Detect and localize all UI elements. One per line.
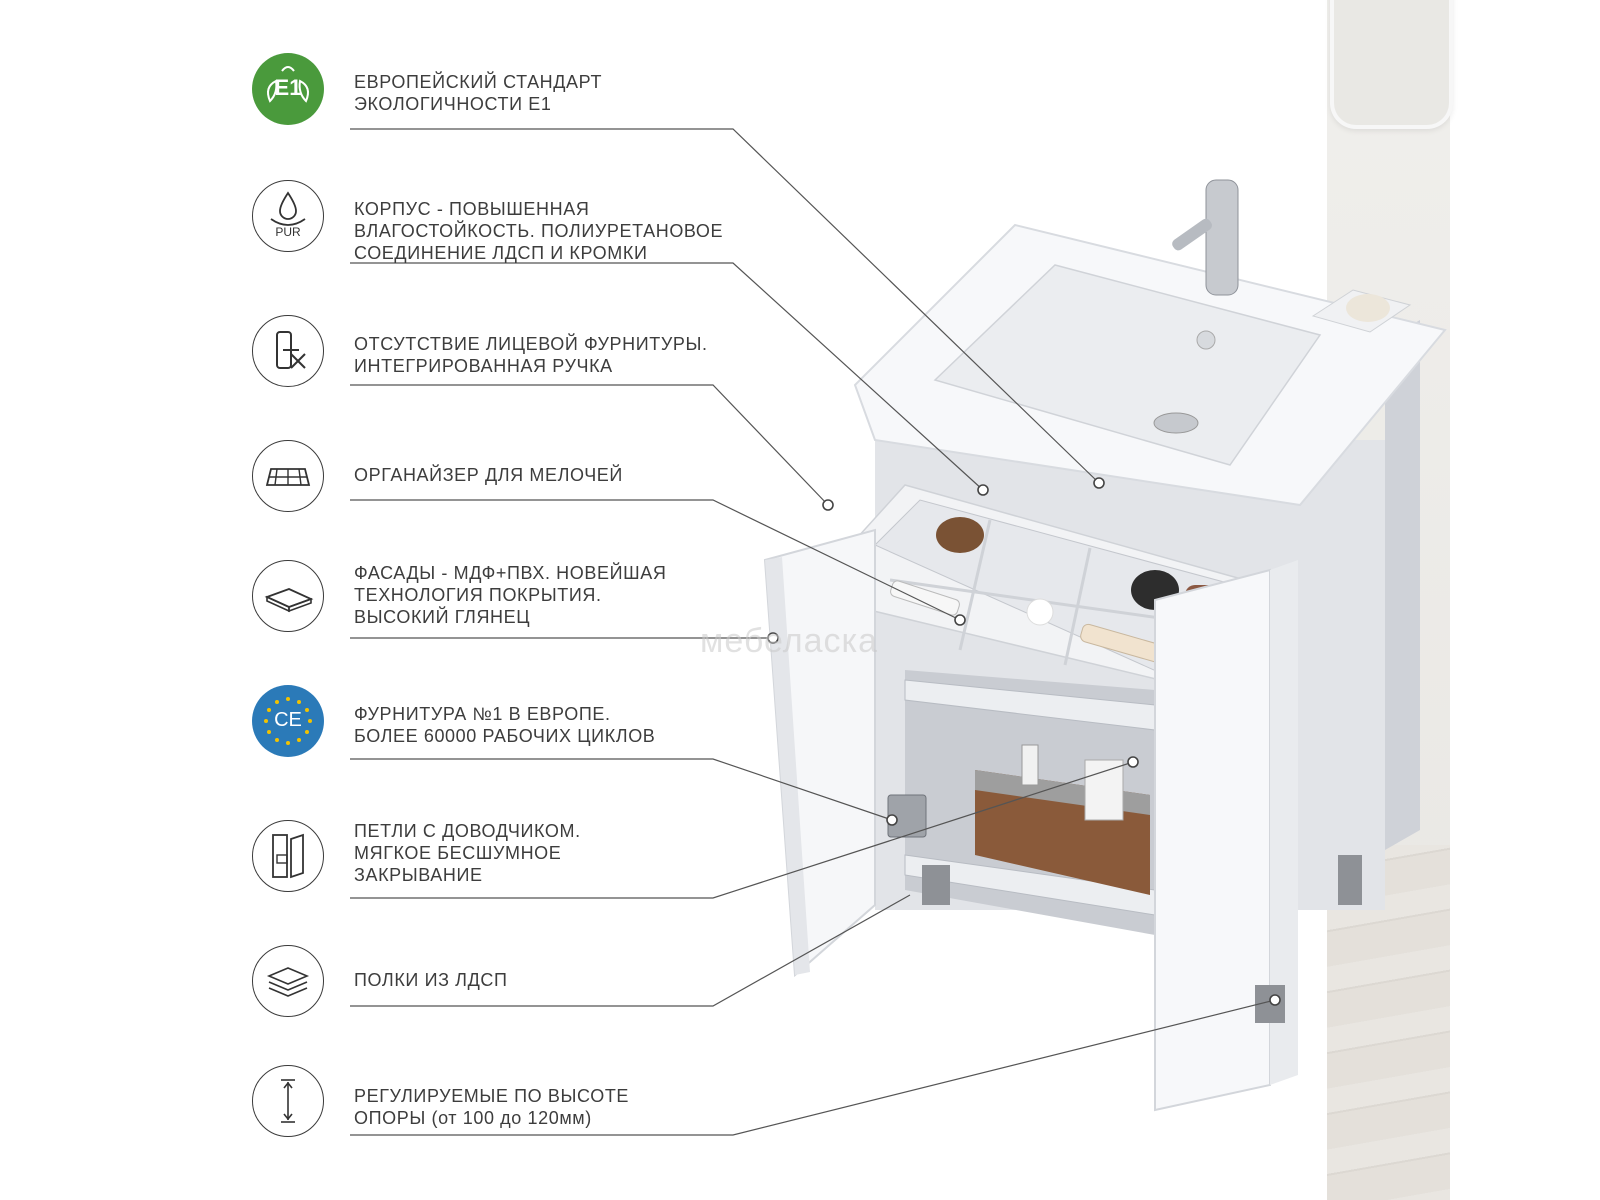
feature-legs: РЕГУЛИРУЕМЫЕ ПО ВЫСОТЕ ОПОРЫ (от 100 до … bbox=[252, 1065, 812, 1155]
leader-dots bbox=[767, 477, 1281, 1006]
leader-line-handle bbox=[350, 384, 829, 506]
feature-hinge: ПЕТЛИ С ДОВОДЧИКОМ. МЯГКОЕ БЕСШУМНОЕ ЗАК… bbox=[252, 820, 812, 910]
leader-line-e1 bbox=[350, 128, 1100, 484]
water-drop-pur-icon: PUR bbox=[252, 180, 324, 252]
e1-label: E1 bbox=[274, 75, 302, 100]
feature-e1-text: ЕВРОПЕЙСКИЙ СТАНДАРТ ЭКОЛОГИЧНОСТИ Е1 bbox=[354, 72, 603, 114]
leg-front-left bbox=[922, 865, 950, 905]
leg-back-right bbox=[1338, 855, 1362, 905]
hair-brush bbox=[936, 517, 984, 553]
feature-hinge-text: ПЕТЛИ С ДОВОДЧИКОМ. МЯГКОЕ БЕСШУМНОЕ ЗАК… bbox=[354, 821, 581, 885]
feature-organizer-text: ОРГАНАЙЗЕР ДЛЯ МЕЛОЧЕЙ bbox=[354, 465, 623, 485]
leader-line-shelves bbox=[350, 894, 911, 1007]
feature-pur: PUR КОРПУС - ПОВЫШЕННАЯ ВЛАГОСТОЙКОСТЬ. … bbox=[252, 180, 812, 270]
cabinet-side bbox=[1385, 320, 1420, 850]
leader-line-ce bbox=[350, 758, 893, 821]
sink-drain bbox=[1153, 412, 1199, 434]
leader-lines bbox=[350, 128, 1276, 1136]
right-door bbox=[1154, 568, 1271, 1112]
leader-line-legs bbox=[350, 999, 1276, 1136]
door-hinge-icon bbox=[252, 820, 324, 892]
soap-bar bbox=[1346, 294, 1390, 322]
feature-legs-text: РЕГУЛИРУЕМЫЕ ПО ВЫСОТЕ ОПОРЫ (от 100 до … bbox=[354, 1086, 630, 1128]
leader-line-organizer bbox=[350, 499, 961, 621]
organizer-tray-icon bbox=[252, 440, 324, 512]
pur-label: PUR bbox=[275, 225, 301, 239]
sink-bowl bbox=[933, 264, 1322, 466]
feature-ce: CE ФУРНИТУРА №1 В ЕВРОПЕ. БОЛЕЕ 60000 РА… bbox=[252, 685, 812, 775]
feature-facade-text: ФАСАДЫ - МДФ+ПВХ. НОВЕЙШАЯ ТЕХНОЛОГИЯ ПО… bbox=[354, 563, 667, 627]
basket-box bbox=[1084, 759, 1124, 821]
watermark: мебеласка bbox=[700, 622, 879, 660]
layers-icon bbox=[252, 945, 324, 1017]
basket-bottle bbox=[1021, 744, 1039, 786]
leader-line-pur bbox=[350, 262, 984, 491]
right-door-edge bbox=[1270, 560, 1298, 1085]
feature-shelves: ПОЛКИ ИЗ ЛДСП bbox=[252, 945, 812, 1035]
feature-e1: E1 ЕВРОПЕЙСКИЙ СТАНДАРТ ЭКОЛОГИЧНОСТИ Е1 bbox=[252, 53, 812, 143]
ce-mark-icon: CE bbox=[252, 685, 324, 757]
flower bbox=[1026, 598, 1054, 626]
height-adjust-icon bbox=[252, 1065, 324, 1137]
feature-pur-text: КОРПУС - ПОВЫШЕННАЯ ВЛАГОСТОЙКОСТЬ. ПОЛИ… bbox=[354, 199, 724, 263]
ce-label: CE bbox=[274, 709, 302, 731]
eco-leaf-e1-icon: E1 bbox=[252, 53, 324, 125]
feature-shelves-text: ПОЛКИ ИЗ ЛДСП bbox=[354, 970, 508, 990]
faucet bbox=[1205, 179, 1239, 296]
feature-handle-text: ОТСУТСТВИЕ ЛИЦЕВОЙ ФУРНИТУРЫ. ИНТЕГРИРОВ… bbox=[354, 334, 708, 376]
mirror bbox=[1330, 0, 1453, 129]
no-handle-icon bbox=[252, 315, 324, 387]
overflow-hole bbox=[1196, 330, 1216, 350]
feature-handle: ОТСУТСТВИЕ ЛИЦЕВОЙ ФУРНИТУРЫ. ИНТЕГРИРОВ… bbox=[252, 315, 812, 405]
faucet-lever bbox=[1172, 218, 1212, 251]
feature-facade: ФАСАДЫ - МДФ+ПВХ. НОВЕЙШАЯ ТЕХНОЛОГИЯ ПО… bbox=[252, 560, 812, 650]
feature-ce-text: ФУРНИТУРА №1 В ЕВРОПЕ. БОЛЕЕ 60000 РАБОЧ… bbox=[354, 704, 656, 746]
facade-panel-icon bbox=[252, 560, 324, 632]
feature-organizer: ОРГАНАЙЗЕР ДЛЯ МЕЛОЧЕЙ bbox=[252, 440, 812, 530]
leader-line-hinge bbox=[350, 761, 1134, 899]
